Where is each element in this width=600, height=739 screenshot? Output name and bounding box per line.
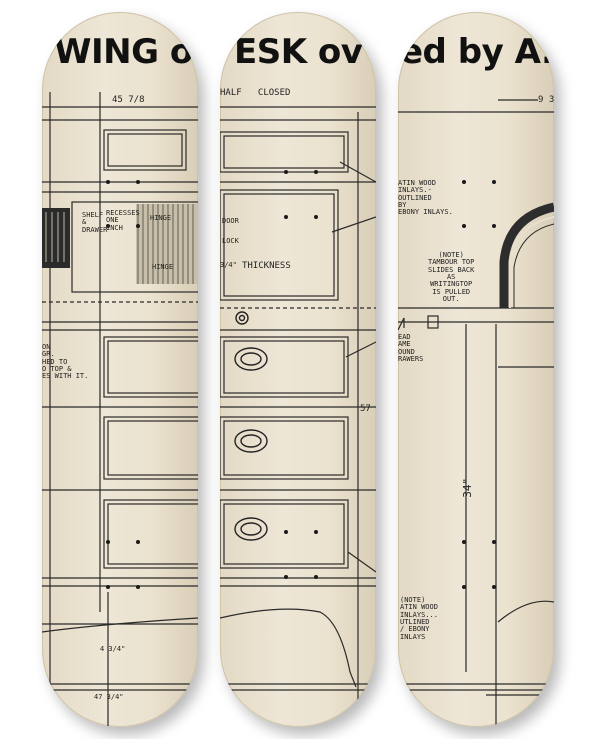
- title-fragment-center: ESK ov: [234, 32, 363, 72]
- dimension-height-right: 34": [461, 477, 475, 498]
- title-fragment-left: WING of: [54, 32, 198, 72]
- label-hinge-bottom: HINGE: [152, 263, 174, 271]
- dimension-bottom-width: 47 3/4": [94, 693, 124, 701]
- dimension-top-right: 9 3: [538, 95, 554, 105]
- label-lock: LOCK: [222, 237, 239, 245]
- label-shelf-drawer: SHELF & DRAWER: [82, 211, 108, 234]
- note-drawers: EAD AME OUND RAWERS: [398, 333, 424, 364]
- deck-left: WING of 45 7/8 SHELF & DRAWER RECESSES O…: [42, 12, 198, 727]
- deck-right: ed by A. 9 3 ATIN WOOD INLAYS.- OUTLINED…: [398, 12, 554, 727]
- side-dimension-center: 57: [360, 404, 371, 414]
- note-bottom-right: (NOTE) ATIN WOOD INLAYS... UTLINED / EBO…: [400, 596, 438, 641]
- label-half-closed: HALF CLOSED: [220, 88, 291, 98]
- label-thickness-prefix: 3/4": [220, 261, 237, 269]
- side-note-left: ON GR. HED TO O TOP & ES WITH IT.: [42, 343, 89, 381]
- deck-center: ESK ov HALF CLOSED DOOR LOCK 3/4" THICKN…: [220, 12, 376, 727]
- deck-center-drawing: [220, 106, 376, 727]
- title-fragment-right: ed by A.: [400, 32, 554, 72]
- dimension-top-left: 45 7/8: [112, 95, 145, 105]
- label-hinge-top: HINGE: [150, 214, 172, 222]
- deck-left-drawing: [42, 92, 198, 727]
- dimension-bottom-height: 4 3/4": [100, 645, 126, 653]
- label-recesses: RECESSES ONE INCH: [106, 209, 140, 232]
- note-inlays-right: ATIN WOOD INLAYS.- OUTLINED BY EBONY INL…: [398, 179, 453, 217]
- note-tambour: (NOTE) TAMBOUR TOP SLIDES BACK AS WRITIN…: [428, 251, 475, 304]
- deck-right-drawing: [398, 99, 554, 727]
- label-thickness: THICKNESS: [242, 261, 291, 271]
- label-door: DOOR: [222, 217, 239, 225]
